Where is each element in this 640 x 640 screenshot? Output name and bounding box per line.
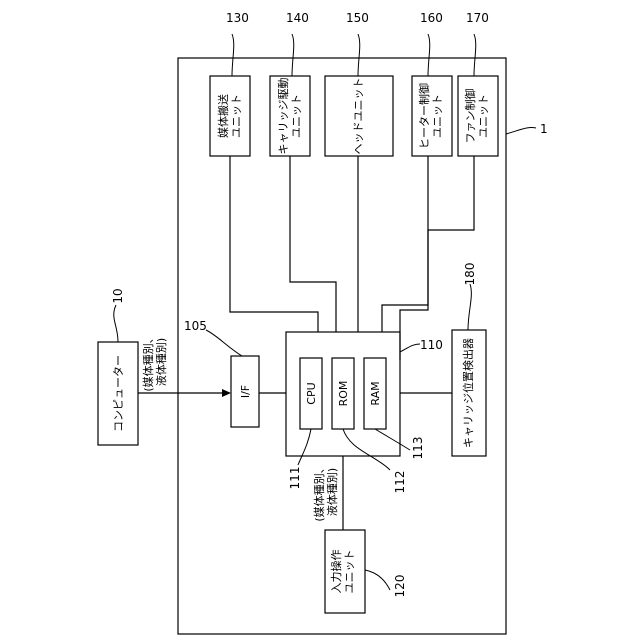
control-unit-ref: 1 (540, 122, 548, 136)
controller-ref: 110 (420, 338, 443, 352)
control-unit-leader (506, 127, 536, 134)
media-transport-line2: ユニット (230, 94, 243, 138)
computer-leader (114, 305, 118, 342)
computer-signal-line2: 液体種別) (154, 338, 168, 386)
carriage-drive-line1: キャリッジ駆動 (276, 78, 290, 155)
rom-label: ROM (337, 381, 350, 407)
input-operation-line1: 入力操作 (329, 550, 343, 594)
interface-label: I/F (239, 385, 252, 398)
head-unit-label: ヘッドユニット (352, 78, 365, 155)
ram-label: RAM (369, 381, 382, 405)
ram-ref: 113 (411, 437, 425, 460)
carriage-position-ref: 180 (463, 263, 477, 286)
cpu-ref: 111 (288, 467, 302, 490)
carriage-drive-line2: ユニット (290, 94, 303, 138)
media-transport-ref: 130 (226, 11, 249, 25)
head-unit-ref: 150 (346, 11, 369, 25)
input-signal-line1: (媒体種別、 (312, 462, 326, 521)
input-operation-line2: ユニット (343, 550, 356, 594)
fan-control-line2: ユニット (477, 94, 490, 138)
interface-ref: 105 (184, 319, 207, 333)
computer-label: コンピューター (112, 355, 125, 432)
fan-control-ref: 170 (466, 11, 489, 25)
fan-control-line1: ファン制御 (463, 89, 477, 144)
cpu-label: CPU (305, 382, 318, 404)
input-signal-line2: 液体種別) (325, 468, 339, 516)
carriage-drive-ref: 140 (286, 11, 309, 25)
computer-ref: 10 (111, 288, 125, 303)
heater-control-line1: ヒーター制御 (417, 83, 431, 149)
rom-ref: 112 (393, 471, 407, 494)
media-transport-line1: 媒体搬送 (216, 94, 230, 138)
input-operation-ref: 120 (393, 575, 407, 598)
carriage-position-label: キャリッジ位置検出器 (461, 338, 475, 448)
heater-control-ref: 160 (420, 11, 443, 25)
computer-signal-line1: (媒体種別、 (141, 332, 155, 391)
heater-control-line2: ユニット (431, 94, 444, 138)
